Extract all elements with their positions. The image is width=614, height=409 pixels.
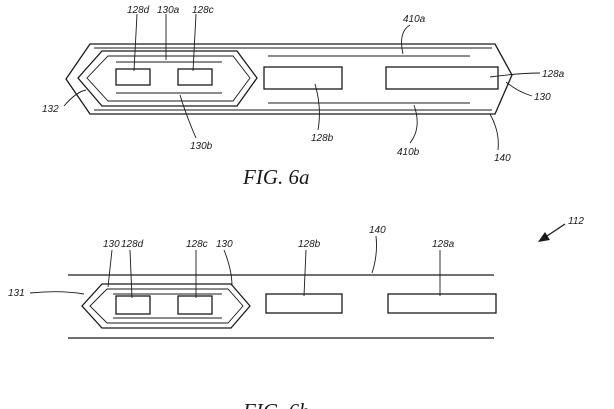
label-112: 112 — [568, 216, 584, 227]
chip-128d — [116, 69, 150, 85]
label-132: 132 — [42, 104, 59, 115]
label-128c: 128c — [192, 5, 214, 16]
chip-128a — [386, 67, 498, 89]
leader-131 — [30, 292, 84, 294]
label-128b: 128b — [298, 239, 321, 250]
leader-140 — [490, 114, 498, 150]
figure-6b-caption: FIG. 6b — [242, 399, 310, 409]
leader-128d — [130, 250, 132, 298]
label-140: 140 — [369, 225, 386, 236]
chip-128a — [388, 294, 496, 313]
figure-6a-caption: FIG. 6a — [242, 165, 310, 189]
chip-128b — [266, 294, 342, 313]
label-131: 131 — [8, 288, 25, 299]
leader-128b — [315, 84, 319, 130]
chip-128b — [264, 67, 342, 89]
leader-410a — [402, 25, 410, 54]
label-130: 130 — [534, 92, 551, 103]
figure-6a: 128d 130a 128c 410a 128a 130 132 128b 13… — [42, 5, 565, 189]
figure-6b: 112 140 130 128d 128c 130 128b 128a 131 … — [8, 216, 584, 409]
outer-body-shape — [66, 44, 512, 114]
leader-410b — [410, 105, 417, 143]
label-130-right: 130 — [216, 239, 233, 250]
label-140: 140 — [494, 153, 511, 164]
label-130b: 130b — [190, 141, 213, 152]
label-410a: 410a — [403, 14, 426, 25]
leader-130 — [506, 82, 532, 96]
chip-128d — [116, 296, 150, 314]
label-128c: 128c — [186, 239, 208, 250]
label-410b: 410b — [397, 147, 420, 158]
chip-128c — [178, 296, 212, 314]
label-128b: 128b — [311, 133, 334, 144]
leader-130-left — [108, 250, 112, 287]
label-128d: 128d — [127, 5, 150, 16]
label-130-left: 130 — [103, 239, 120, 250]
leader-130-right — [224, 250, 232, 286]
capsule-outer — [82, 284, 250, 328]
inner-capsule-inner — [87, 56, 250, 101]
label-128a: 128a — [432, 239, 455, 250]
arrow-112-head — [538, 232, 550, 242]
leader-128b — [304, 250, 306, 296]
label-130a: 130a — [157, 5, 180, 16]
leader-140 — [372, 236, 377, 273]
chip-128c — [178, 69, 212, 85]
label-128a: 128a — [542, 69, 565, 80]
label-128d: 128d — [121, 239, 144, 250]
